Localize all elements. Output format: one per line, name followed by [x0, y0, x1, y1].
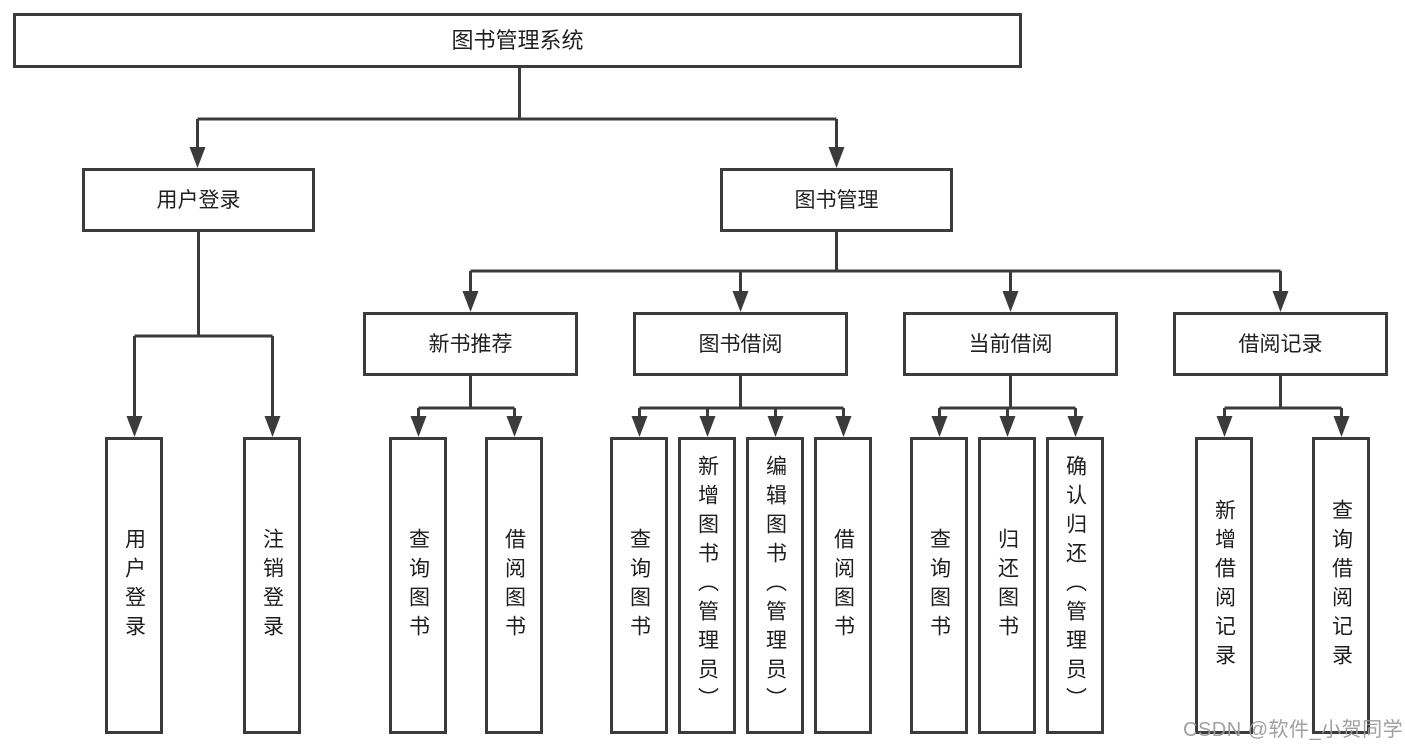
arrow-icon: [1216, 416, 1233, 437]
leaf-edit-book-admin: 编辑图书（管理员）: [746, 437, 804, 734]
node-label: 图书管理: [794, 188, 879, 212]
node-new-book-recommend: 新书推荐: [363, 312, 578, 376]
node-book-management: 图书管理: [720, 168, 953, 232]
leaf-borrow-books-recommend: 借阅图书: [485, 437, 543, 734]
node-label: 图书管理系统: [451, 27, 584, 53]
node-label: 图书借阅: [698, 332, 783, 356]
arrow-icon: [410, 416, 427, 437]
leaf-query-books-borrow: 查询图书: [610, 437, 668, 734]
connector-user-login-to-leaves: [133, 230, 274, 420]
leaf-query-books-current: 查询图书: [910, 437, 968, 734]
arrow-icon: [126, 416, 143, 437]
leaf-label: 查询图书: [406, 527, 430, 644]
leaf-return-book: 归还图书: [978, 437, 1036, 734]
arrow-icon: [699, 416, 716, 437]
leaf-label: 编辑图书（管理员）: [763, 455, 787, 716]
leaf-label: 新增借阅记录: [1212, 498, 1236, 673]
arrow-icon: [462, 291, 479, 312]
arrow-icon: [1067, 416, 1084, 437]
leaf-user-login: 用户登录: [105, 437, 163, 734]
leaf-label: 查询借阅记录: [1329, 498, 1353, 673]
leaf-logout: 注销登录: [243, 437, 301, 734]
csdn-watermark: CSDN @软件_小贺同学: [1183, 719, 1404, 741]
leaf-label: 借阅图书: [502, 527, 526, 644]
leaf-label: 查询图书: [627, 527, 651, 644]
arrow-icon: [835, 416, 852, 437]
connector-root-to-level2: [196, 66, 838, 152]
arrow-icon: [767, 416, 784, 437]
connector-borrow-records-to-leaves: [1223, 376, 1343, 420]
node-library-management-system: 图书管理系统: [13, 13, 1022, 68]
leaf-label: 注销登录: [260, 527, 284, 644]
node-user-login: 用户登录: [82, 168, 315, 232]
connector-book-borrow-to-leaves: [638, 376, 845, 420]
arrow-icon: [732, 291, 749, 312]
arrow-icon: [828, 147, 845, 168]
leaf-add-book-admin: 新增图书（管理员）: [678, 437, 736, 734]
leaf-borrow-books-borrow: 借阅图书: [814, 437, 872, 734]
arrow-icon: [931, 416, 948, 437]
leaf-query-borrow-record: 查询借阅记录: [1312, 437, 1370, 734]
leaf-label: 归还图书: [995, 527, 1019, 644]
arrow-icon: [1333, 416, 1350, 437]
leaf-query-books-recommend: 查询图书: [389, 437, 447, 734]
connector-new-book-recommend-to-leaves: [417, 376, 516, 420]
leaf-label: 用户登录: [122, 527, 146, 644]
connector-book-mgmt-to-level3: [469, 230, 1282, 297]
arrow-icon: [189, 147, 206, 168]
leaf-label: 查询图书: [927, 527, 951, 644]
node-label: 新书推荐: [428, 332, 513, 356]
node-label: 用户登录: [156, 188, 241, 212]
arrow-icon: [999, 416, 1016, 437]
node-label: 借阅记录: [1238, 332, 1323, 356]
leaf-label: 确认归还（管理员）: [1063, 455, 1087, 716]
leaf-add-borrow-record: 新增借阅记录: [1195, 437, 1253, 734]
arrow-icon: [1272, 291, 1289, 312]
arrow-icon: [631, 416, 648, 437]
leaf-label: 新增图书（管理员）: [695, 455, 719, 716]
arrow-icon: [506, 416, 523, 437]
arrow-icon: [1002, 291, 1019, 312]
node-book-borrow: 图书借阅: [633, 312, 848, 376]
node-current-borrow: 当前借阅: [903, 312, 1118, 376]
leaf-label: 借阅图书: [831, 527, 855, 644]
arrow-icon: [264, 416, 281, 437]
node-borrow-records: 借阅记录: [1173, 312, 1388, 376]
connector-current-borrow-to-leaves: [938, 376, 1077, 420]
arrowheads: [126, 147, 1350, 437]
node-label: 当前借阅: [968, 332, 1053, 356]
leaf-confirm-return-admin: 确认归还（管理员）: [1046, 437, 1104, 734]
